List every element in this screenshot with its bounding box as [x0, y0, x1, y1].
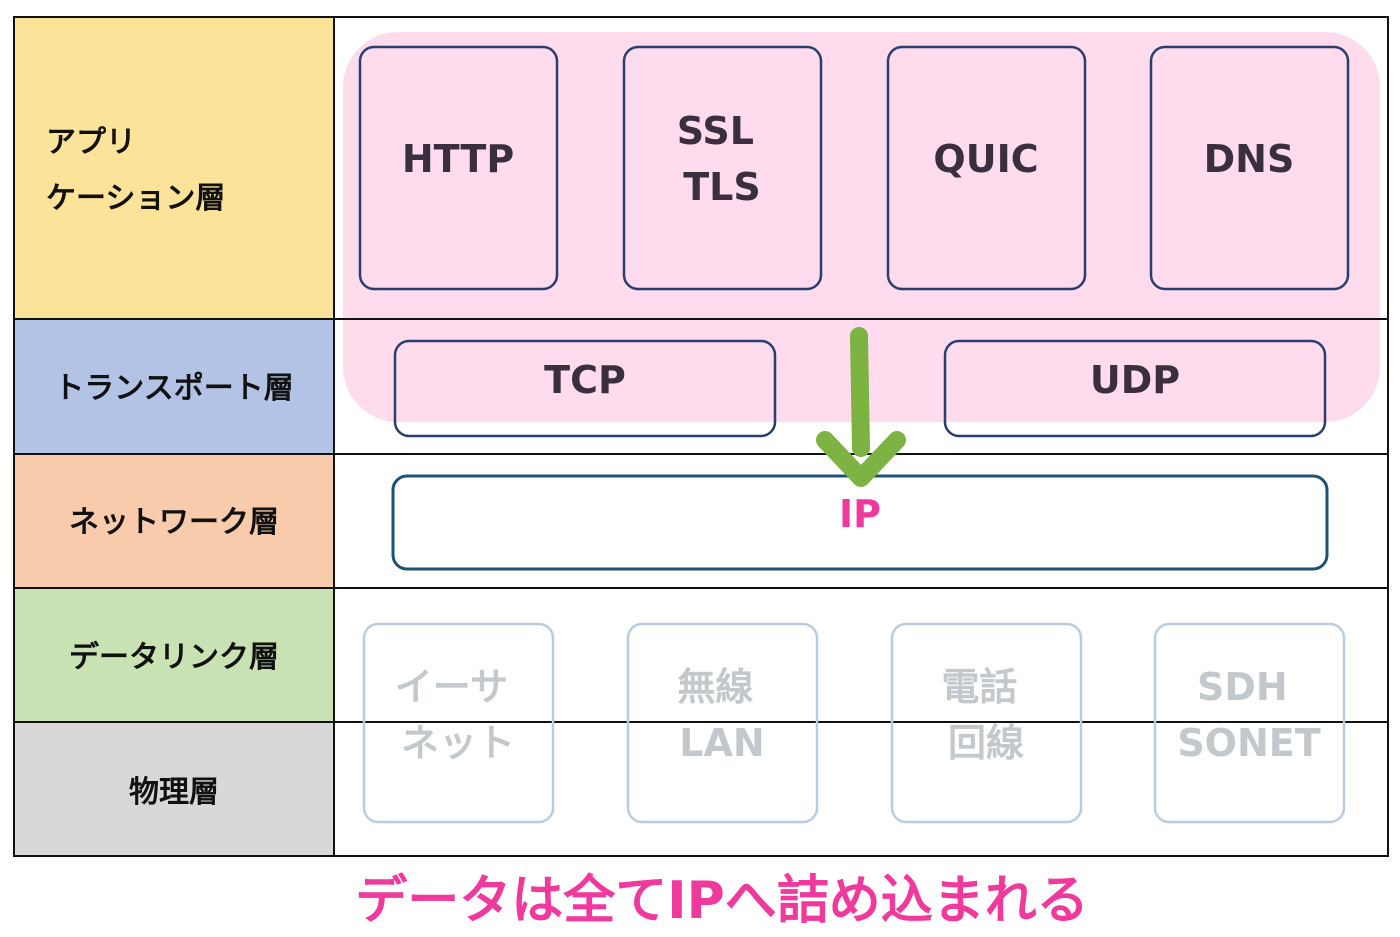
protocol-box-http	[358, 45, 559, 291]
protocol-box-dns	[1149, 45, 1350, 291]
layer-label-application-line1: アプリ	[46, 125, 136, 160]
application-protocols	[358, 45, 1350, 291]
protocol-label-http: HTTP	[402, 137, 514, 181]
protocol-label-phone-line: 電話 回線	[941, 665, 1030, 765]
protocol-box-phone-line	[890, 622, 1083, 824]
layer-label-application: アプリ ケーション層	[46, 125, 225, 216]
layer-grid	[13, 16, 1389, 857]
layer-cell-transport	[14, 319, 334, 454]
protocol-label-ip: IP	[839, 492, 881, 536]
layer-cell-network	[14, 454, 334, 588]
protocol-label-ssl-tls: SSL TLS	[677, 109, 767, 209]
protocol-label-dns: DNS	[1204, 137, 1295, 181]
protocol-label-sonet: SONET	[1177, 721, 1320, 765]
layer-label-datalink: データリンク層	[69, 640, 279, 675]
protocol-label-ssl: SSL	[677, 109, 754, 153]
layer-label-physical: 物理層	[129, 775, 219, 810]
protocol-label-tls: TLS	[683, 165, 761, 209]
protocol-box-udp	[943, 339, 1327, 438]
layer-cell-datalink	[14, 588, 334, 722]
layer-cell-physical	[14, 722, 334, 856]
encapsulation-highlight	[343, 32, 1380, 422]
protocol-label-quic: QUIC	[933, 137, 1038, 181]
diagram-caption: データは全てIPへ詰め込まれる	[355, 871, 1088, 931]
protocol-box-tcp	[393, 339, 777, 438]
protocol-label-ethernet: イーサ ネット	[395, 665, 521, 765]
link-protocols	[362, 622, 1346, 824]
protocol-label-sdh-sonet: SDH SONET	[1177, 665, 1320, 765]
protocol-label-sdh: SDH	[1197, 665, 1288, 709]
protocol-box-sdh-sonet	[1153, 622, 1346, 824]
layer-label-transport: トランスポート層	[54, 371, 293, 406]
layer-cell-application	[14, 17, 334, 319]
transport-protocols	[393, 339, 1327, 438]
layer-label-network: ネットワーク層	[69, 505, 279, 540]
protocol-label-wireless-lan-line2: LAN	[679, 721, 764, 765]
protocol-label-wireless-lan-line1: 無線	[677, 665, 753, 709]
down-arrow-icon	[816, 327, 906, 487]
protocol-label-ethernet-line1: イーサ	[395, 665, 508, 709]
protocol-label-tcp: TCP	[544, 358, 626, 402]
layer-label-application-line2: ケーション層	[46, 181, 225, 216]
protocol-box-ssl-tls	[622, 45, 823, 291]
protocol-label-wireless-lan: 無線 LAN	[677, 665, 766, 765]
protocol-box-wireless-lan	[626, 622, 819, 824]
protocol-box-ethernet	[362, 622, 555, 824]
protocol-label-ethernet-line2: ネット	[401, 721, 515, 765]
protocol-label-phone-line-line2: 回線	[948, 721, 1024, 765]
protocol-label-udp: UDP	[1090, 358, 1180, 402]
protocol-label-phone-line-line1: 電話	[941, 665, 1017, 709]
protocol-box-quic	[886, 45, 1087, 291]
